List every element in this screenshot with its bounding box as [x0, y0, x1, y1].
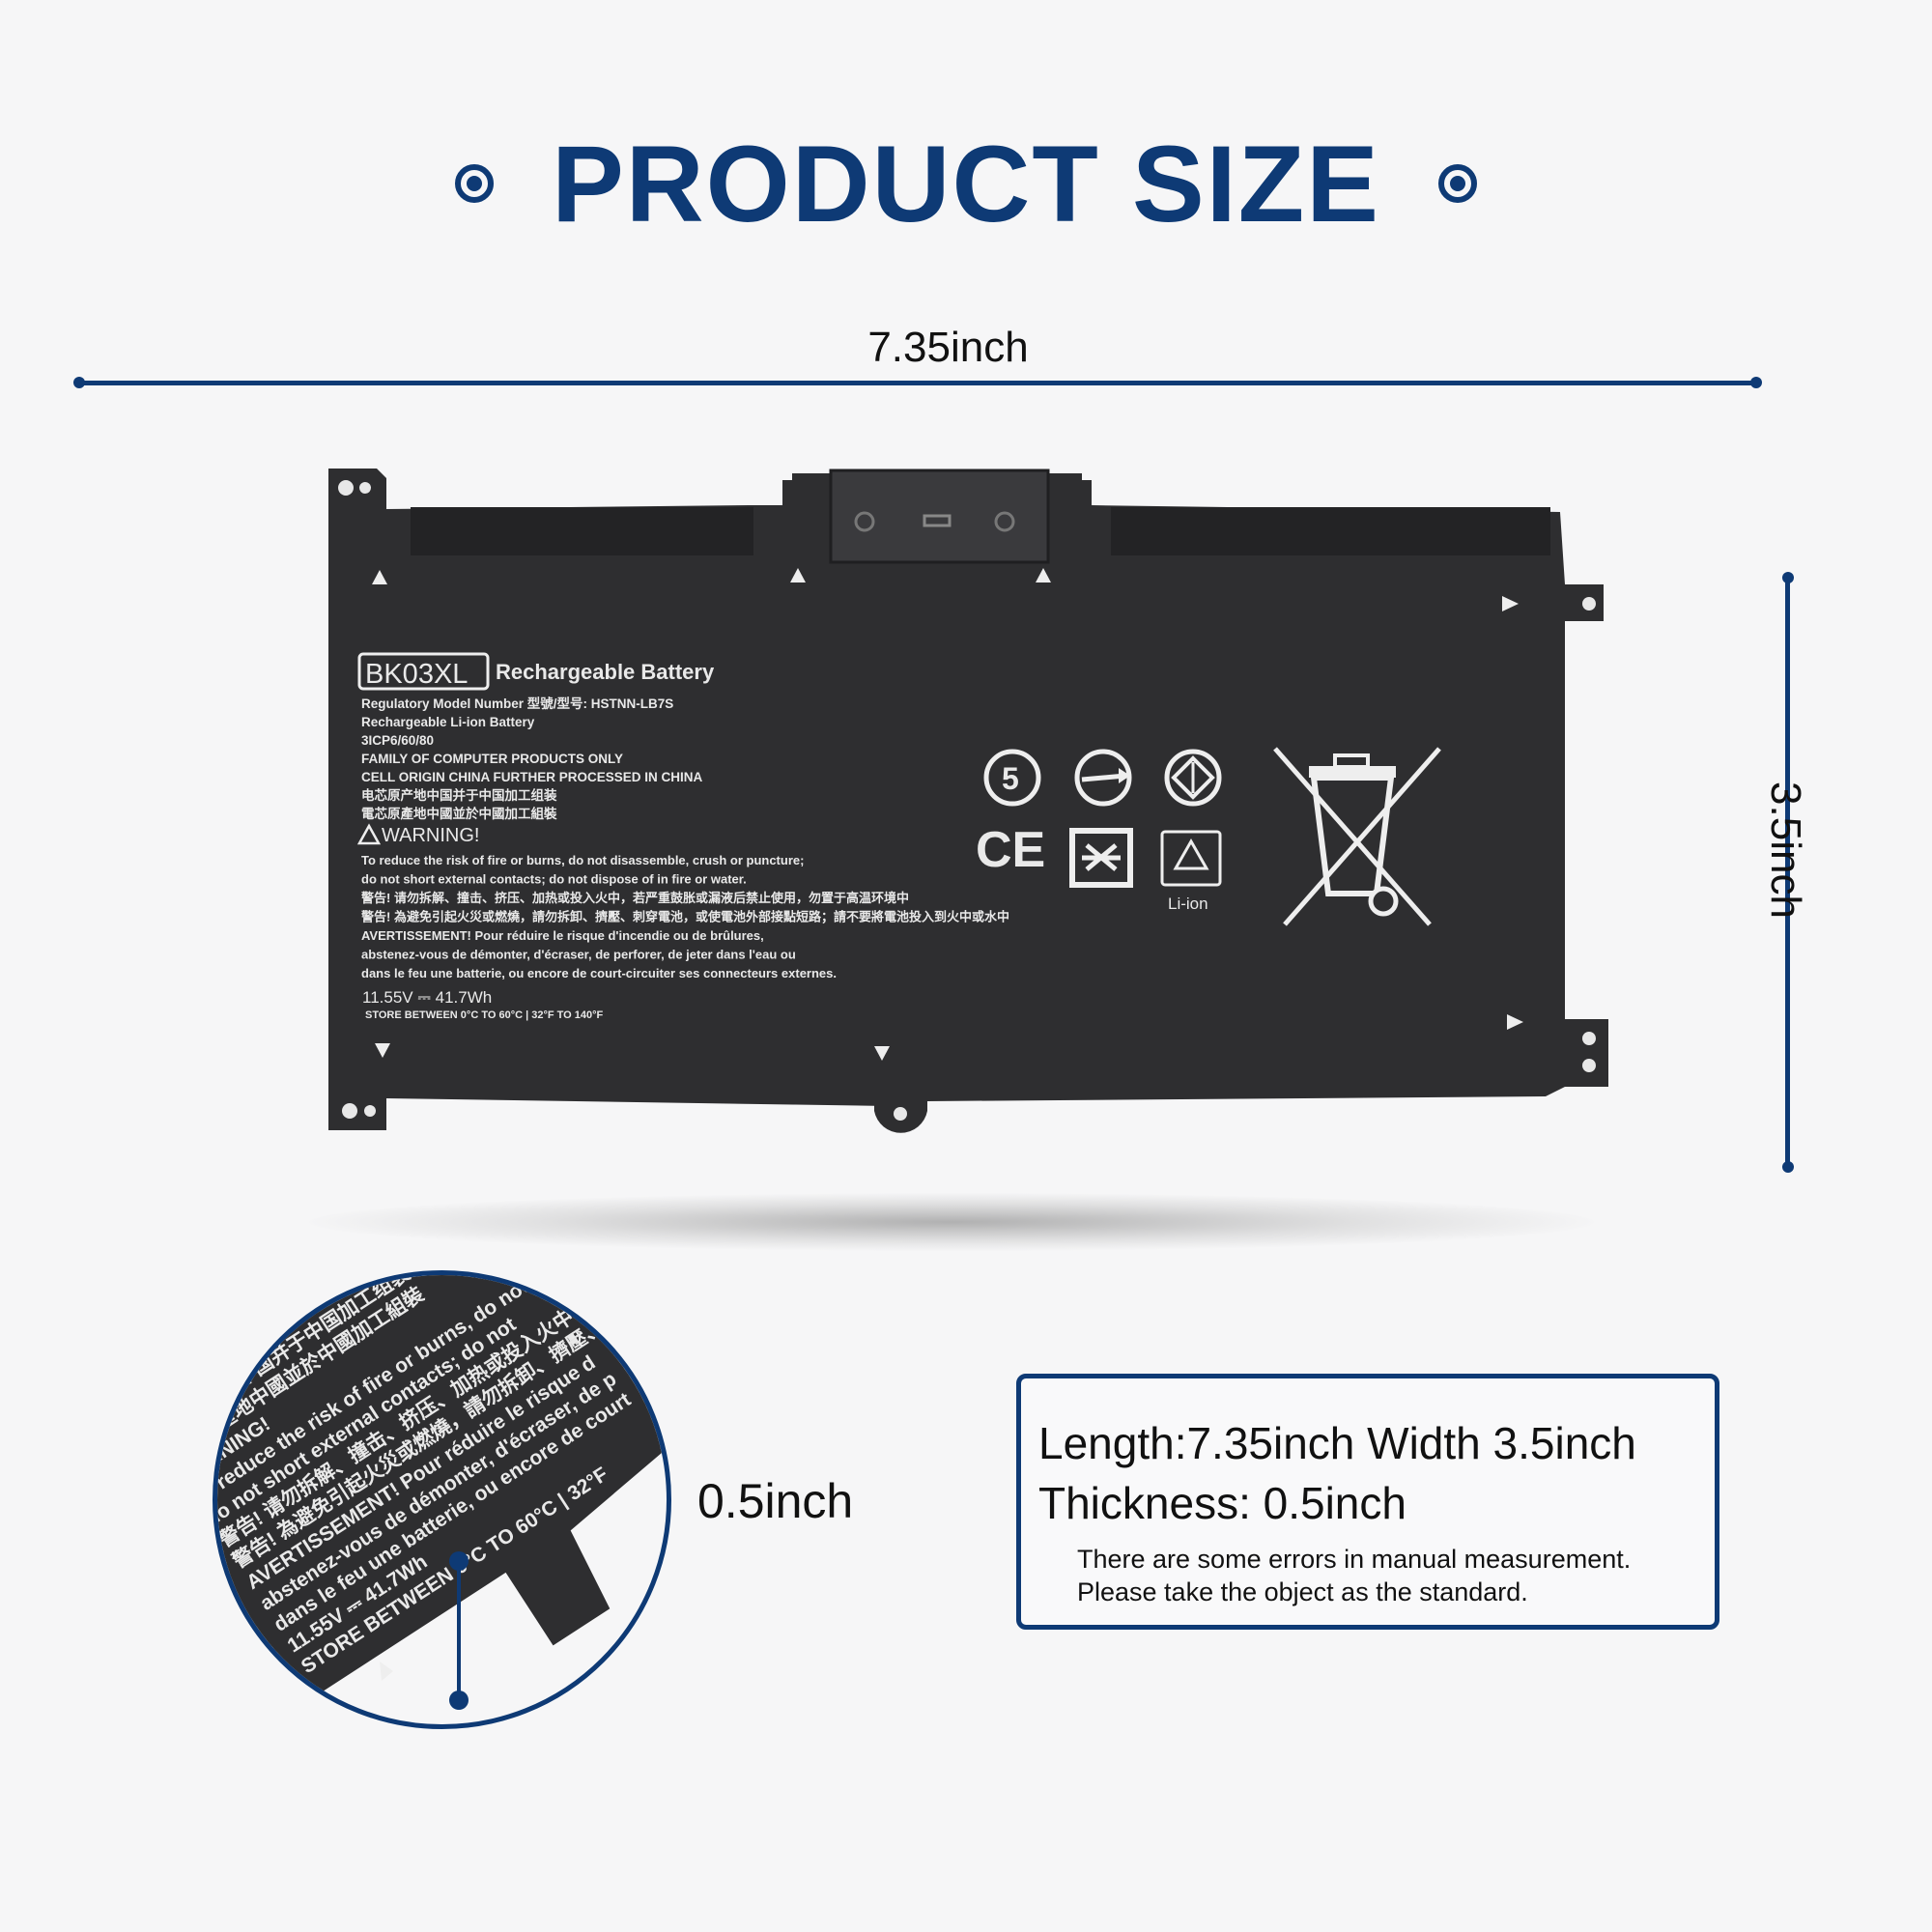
width-line-endpoint	[1782, 572, 1794, 583]
arrow-up-icon	[790, 568, 806, 582]
label-text-line: 警告! 為避免引起火災或燃燒，請勿拆卸、擠壓、刺穿電池，或使電池外部接點短路；請…	[361, 910, 1009, 925]
screw-icon	[854, 511, 875, 532]
label-text-line: do not short external contacts; do not d…	[361, 872, 747, 887]
battery-ridge	[1111, 507, 1550, 555]
length-line-endpoint	[1750, 377, 1762, 388]
measurement-note: There are some errors in manual measurem…	[1077, 1545, 1632, 1574]
length-dimension-line	[79, 381, 1758, 385]
label-text-line: 3ICP6/60/80	[361, 733, 434, 748]
recycling-arrow-icon	[1074, 749, 1132, 807]
width-line-endpoint	[1782, 1161, 1794, 1173]
battery-heading: Rechargeable Battery	[496, 660, 715, 684]
label-text-line: 电芯原产地中国并于中国加工组装	[361, 787, 557, 803]
mount-hole-icon	[342, 1103, 357, 1119]
title-row: PRODUCT SIZE	[0, 124, 1932, 244]
arrow-right-icon	[1502, 596, 1519, 611]
zoom-battery-view: 电芯原产地中国并于中国加工组装電芯原產地中國並於中國加工組裝WARNING!To…	[217, 1275, 667, 1724]
crossed-bin-icon	[1273, 747, 1441, 926]
label-text-line: CELL ORIGIN CHINA FURTHER PROCESSED IN C…	[361, 770, 703, 784]
battery-body	[328, 469, 1608, 1130]
battery-storage: STORE BETWEEN 0°C TO 60°C | 32°F TO 140°…	[365, 1009, 604, 1021]
arrow-down-icon	[380, 1662, 393, 1681]
length-line-endpoint	[73, 377, 85, 388]
zoom-label-lines: 电芯原产地中国并于中国加工组装電芯原產地中國並於中國加工組裝WARNING!To…	[217, 1275, 646, 1678]
size-info-box: Length:7.35inch Width 3.5inch Thickness:…	[1016, 1374, 1719, 1630]
diamond-arrows-icon	[1164, 749, 1222, 807]
label-text-line: To reduce the risk of fire or burns, do …	[361, 853, 804, 867]
thickness-endpoint	[449, 1551, 469, 1571]
thickness-text: Thickness: 0.5inch	[1038, 1478, 1406, 1528]
label-text-line: Regulatory Model Number 型號/型号: HSTNN-LB7…	[361, 696, 673, 711]
arrow-down-icon	[874, 1046, 890, 1061]
measurement-note: Please take the object as the standard.	[1077, 1577, 1528, 1606]
mount-hole-icon	[364, 1105, 376, 1117]
battery-label-lines: Regulatory Model Number 型號/型号: HSTNN-LB7…	[361, 696, 703, 821]
arrow-down-icon	[375, 1043, 390, 1058]
epa-5-icon: 5	[983, 749, 1041, 807]
svg-text:5: 5	[1002, 761, 1019, 796]
battery-rating: 11.55V ⎓ 41.7Wh	[362, 988, 492, 1007]
connector-slot	[923, 514, 952, 527]
label-text-line: dans le feu une batterie, ou encore de c…	[361, 966, 837, 980]
zoom-circle: 电芯原产地中国并于中国加工组装電芯原產地中國並於中國加工組裝WARNING!To…	[213, 1270, 671, 1729]
mount-hole-icon	[359, 482, 371, 494]
model-box	[357, 652, 490, 691]
label-text-line: abstenez-vous de démonter, d'écraser, de…	[361, 948, 796, 962]
battery-warning-lines: To reduce the risk of fire or burns, do …	[361, 853, 1009, 980]
mount-hole-icon	[338, 480, 354, 496]
label-text-line: AVERTISSEMENT! Pour réduire le risque d'…	[361, 928, 764, 943]
battery-ridge	[411, 507, 753, 555]
ce-mark-icon: CE	[976, 822, 1045, 878]
battery-model: BK03XL	[365, 659, 468, 690]
mount-hole-icon	[1582, 1059, 1596, 1072]
battery-image: BK03XL Rechargeable Battery Regulatory M…	[328, 469, 1608, 1133]
battery-shadow	[309, 1193, 1594, 1251]
mount-hole-icon	[1582, 1032, 1596, 1045]
china-recycling-icon	[1069, 828, 1133, 888]
thickness-label: 0.5inch	[697, 1474, 854, 1528]
width-dimension-line	[1785, 578, 1790, 1167]
svg-text:Li-ion: Li-ion	[1168, 895, 1208, 913]
label-text-line: 警告! 请勿拆解、撞击、挤压、加热或投入火中，若严重鼓胀或漏液后禁止使用，勿置于…	[361, 891, 909, 905]
arrow-right-icon	[1507, 1014, 1523, 1030]
screw-icon	[994, 511, 1015, 532]
mount-hole-icon	[894, 1107, 907, 1121]
bullet-dot-icon	[455, 164, 495, 203]
arrow-up-icon	[1036, 568, 1051, 582]
label-text-line: FAMILY OF COMPUTER PRODUCTS ONLY	[361, 752, 623, 766]
label-text-line: 電芯原產地中國並於中國加工組裝	[361, 806, 557, 821]
label-text-line: Rechargeable Li-ion Battery	[361, 715, 535, 729]
bullet-dot-icon	[1437, 164, 1477, 203]
warning-title: WARNING!	[382, 825, 479, 846]
thickness-endpoint	[449, 1690, 469, 1710]
warning-triangle-icon	[356, 823, 382, 845]
mount-hole-icon	[1582, 597, 1596, 611]
length-dimension-label: 7.35inch	[867, 324, 1029, 371]
arrow-up-icon	[372, 570, 387, 584]
length-width-text: Length:7.35inch Width 3.5inch	[1038, 1418, 1636, 1468]
li-ion-recycle-icon: Li-ion	[1160, 830, 1222, 913]
page-title: PRODUCT SIZE	[552, 123, 1380, 244]
width-dimension-label: 3.5inch	[1762, 781, 1809, 919]
